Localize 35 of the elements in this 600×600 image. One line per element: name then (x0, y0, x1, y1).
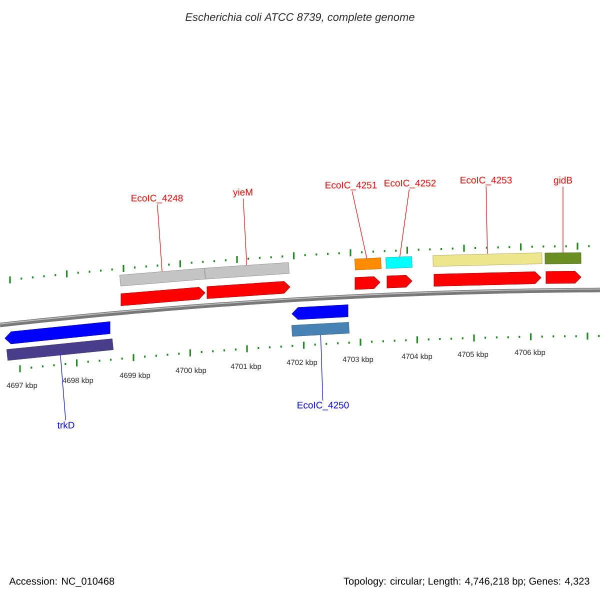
feature-bar (386, 256, 412, 269)
leader-line (320, 334, 324, 401)
title: Escherichia coli ATCC 8739, complete genome (186, 12, 414, 24)
leader-line (562, 186, 564, 253)
gene-label: gidB (554, 176, 572, 186)
feature-bar (204, 262, 290, 280)
leader-line (242, 198, 248, 266)
feature-bar (354, 258, 382, 270)
gene-label: EcoIC_4253 (460, 176, 512, 186)
feature-bar (6, 338, 114, 361)
gene-label: EcoIC_4251 (326, 182, 377, 190)
gene-label: EcoIC_4250 (298, 402, 349, 410)
gene-label: trkD (57, 422, 74, 428)
gene-label: yieM (233, 188, 252, 198)
gene-feature (4, 321, 110, 344)
gene-feature (386, 274, 412, 288)
gene-feature (206, 281, 290, 299)
footer-text: Accession: NC_010468 (9, 577, 114, 587)
gene-feature (546, 270, 582, 284)
gene-feature (434, 271, 542, 286)
feature-bar (120, 268, 206, 286)
leader-line (486, 186, 488, 254)
leader-line (400, 189, 410, 258)
feature-bar (544, 252, 582, 264)
footer-text: Topology: circular; Length: 4,746,218 bp; Genes: 4,323 (344, 577, 590, 587)
gene-label: EcoIC_4252 (384, 180, 436, 188)
leader-line (352, 191, 368, 259)
gene-feature (120, 286, 206, 306)
leader-line (60, 354, 66, 421)
leader-line (157, 204, 162, 272)
feature-bar (292, 322, 350, 337)
gene-label: EcoIC_4248 (132, 194, 183, 204)
gene-feature (292, 304, 348, 320)
feature-bar (432, 252, 542, 267)
gene-feature (354, 276, 380, 290)
